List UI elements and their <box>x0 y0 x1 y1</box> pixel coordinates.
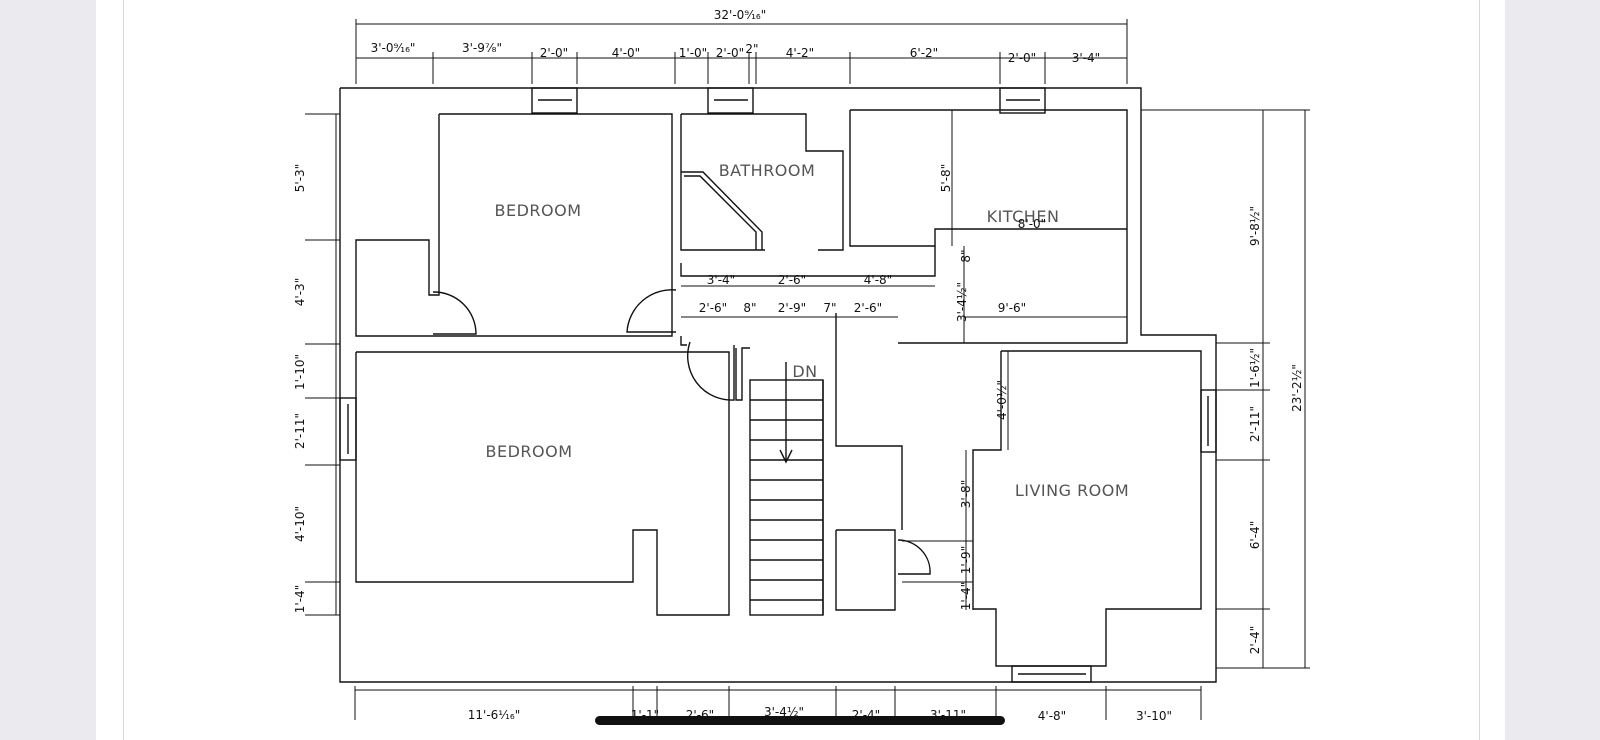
dimension-label: 5'-3" <box>293 164 307 192</box>
dimension-label: 2'-0" <box>716 46 744 60</box>
door-swing-icon <box>432 291 477 335</box>
door-swing-icon <box>897 539 931 575</box>
bathroom-wall <box>681 113 844 251</box>
dimension-label: 2'-4" <box>1248 626 1262 654</box>
dimension-label: 2'-11" <box>293 413 307 449</box>
dimension-label: 9'-8½" <box>1248 206 1262 246</box>
living-room-divider <box>972 351 1002 610</box>
room-label-bedroom: BEDROOM <box>485 442 572 461</box>
bedroom-top-wall <box>355 113 673 337</box>
dimension-label: 4'-0" <box>612 46 640 60</box>
document-page <box>96 0 1505 740</box>
dimension-lines <box>305 19 1310 720</box>
bathroom-wall-left <box>680 114 765 251</box>
stair-arrow <box>779 362 793 464</box>
door-swing-icon <box>687 341 735 401</box>
room-label-bedroom: BEDROOM <box>494 201 581 220</box>
dimension-label: 6'-2" <box>910 46 938 60</box>
dimension-label: 4'-8" <box>864 273 892 287</box>
dimension-label: 1'-9" <box>959 546 973 574</box>
kitchen-wall <box>850 109 1128 344</box>
dimension-label: 3'-8" <box>959 480 973 508</box>
dimension-label: 3'-4" <box>1072 51 1100 65</box>
dimension-label: 7" <box>823 301 836 315</box>
dimension-label: 8" <box>743 301 756 315</box>
dimension-label: 2'-6" <box>778 273 806 287</box>
dimension-label: 1'-6½" <box>1248 348 1262 388</box>
dimension-label: 4'-2" <box>786 46 814 60</box>
dimension-label: 2'-6" <box>854 301 882 315</box>
dimension-label: 2'-6" <box>699 301 727 315</box>
stair-wall-left <box>735 347 750 401</box>
dimension-label: 2" <box>745 42 758 56</box>
dimension-label: 2'-11" <box>1248 406 1262 442</box>
dimension-label: 1'-10" <box>293 354 307 390</box>
dimension-label: 4'-8" <box>1038 709 1066 723</box>
dimension-label: 3'-0⁹⁄₁₆" <box>371 41 416 55</box>
dimension-label: 1'-4" <box>959 582 973 610</box>
dimension-label: 2'-0" <box>1008 51 1036 65</box>
stairs-down-label: DN <box>792 362 817 381</box>
dimension-label: 3'-4½" <box>955 282 969 322</box>
dimension-label: 8" <box>959 249 973 262</box>
dimension-label: 8'-0" <box>1018 217 1046 231</box>
dimension-label: 1'-0" <box>679 46 707 60</box>
dimension-label: 2'-9" <box>778 301 806 315</box>
dimension-label: 9'-6" <box>998 301 1026 315</box>
dimension-label: 3'-9⁷⁄₈" <box>462 41 502 55</box>
dimension-label: 4'-3" <box>293 278 307 306</box>
page-border <box>123 0 1480 740</box>
stair-wall-right <box>835 313 903 530</box>
dimension-label: 1'-4" <box>293 585 307 613</box>
bedroom-bottom-wall <box>355 351 730 616</box>
dimension-label: 4'-0½" <box>995 380 1009 420</box>
exterior-wall <box>339 87 1217 683</box>
dimension-label: 3'-4" <box>707 273 735 287</box>
room-label-living-room: LIVING ROOM <box>1015 481 1129 500</box>
dimension-label: 3'-4½" <box>764 705 804 719</box>
dimension-label: 4'-10" <box>293 506 307 542</box>
dimension-label: 3'-10" <box>1136 709 1172 723</box>
dimension-label: 5'-8" <box>939 164 953 192</box>
door-swing-icon <box>626 289 677 333</box>
dimension-label: 6'-4" <box>1248 521 1262 549</box>
hall-wall-2 <box>680 336 687 346</box>
hall-wall <box>680 246 936 277</box>
dimension-label: 2'-0" <box>540 46 568 60</box>
bath-tub <box>681 171 763 250</box>
closet-wall <box>835 529 896 611</box>
bath-tub-inner <box>684 175 757 250</box>
scroll-handle[interactable] <box>595 716 1005 725</box>
dimension-label: 23'-2½" <box>1290 364 1304 412</box>
dimension-label: 11'-6¹⁄₁₆" <box>468 708 521 722</box>
dimension-label: 32'-0⁹⁄₁₆" <box>714 8 767 22</box>
window-icon <box>339 87 1217 683</box>
room-label-kitchen: KITCHEN <box>987 207 1060 226</box>
room-label-bathroom: BATHROOM <box>719 161 816 180</box>
